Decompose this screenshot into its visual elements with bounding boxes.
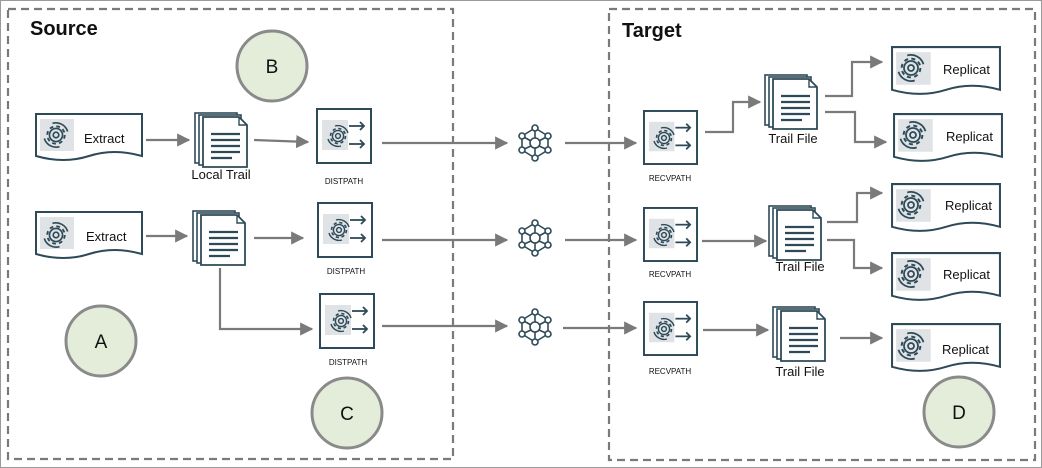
source-panel xyxy=(6,7,455,461)
flow-arrow xyxy=(253,134,310,149)
recvpath-3-label: RECVPATH xyxy=(649,367,692,376)
trail-file-3: Trail File xyxy=(772,306,827,379)
local-trail-2 xyxy=(192,210,247,266)
distpath-2: DISTPATH xyxy=(317,202,373,276)
trail-file-2: Trail File xyxy=(768,205,825,274)
flow-arrow xyxy=(825,110,888,149)
replicat-4-label: Replicat xyxy=(943,267,990,282)
trail-file-3-label: Trail File xyxy=(775,364,824,379)
flow-arrow xyxy=(827,238,884,275)
recvpath-2: RECVPATH xyxy=(643,207,698,279)
flow-arrow xyxy=(705,95,762,134)
replicat-5-label: Replicat xyxy=(942,342,989,357)
connectors xyxy=(146,55,888,345)
marker-d: D xyxy=(922,375,996,449)
trail-file-icon xyxy=(194,112,249,168)
replicat-process-1: Replicat xyxy=(891,46,1001,95)
trail-file-icon xyxy=(192,210,247,266)
extract-process-1: Extract xyxy=(35,113,143,161)
recvpath-1: RECVPATH xyxy=(643,110,698,183)
recvpath-2-label: RECVPATH xyxy=(649,270,692,279)
trail-file-1-label: Trail File xyxy=(768,131,817,146)
target-panel xyxy=(607,7,1037,462)
replicat-process-3: Replicat xyxy=(891,183,1001,232)
replicat-process-2: Replicat xyxy=(893,113,1003,162)
distpath-2-label: DISTPATH xyxy=(327,267,366,276)
replicat-2-label: Replicat xyxy=(946,129,993,144)
trail-file-icon xyxy=(772,306,827,362)
flow-arrow xyxy=(827,186,884,224)
marker-d-label: D xyxy=(952,403,966,424)
recvpath-3: RECVPATH xyxy=(643,301,698,376)
marker-c-label: C xyxy=(340,404,354,425)
flow-arrow xyxy=(825,55,884,98)
marker-c: C xyxy=(310,376,384,450)
replicat-1-label: Replicat xyxy=(943,62,990,77)
extract-process-2: Extract xyxy=(35,211,143,259)
distpath-3: DISTPATH xyxy=(319,293,375,367)
trail-file-2-label: Trail File xyxy=(775,259,824,274)
flow-arrow xyxy=(218,268,314,336)
distpath-1: DISTPATH xyxy=(316,108,372,186)
distpath-3-label: DISTPATH xyxy=(329,358,368,367)
marker-a-label: A xyxy=(95,332,108,353)
trail-file-icon xyxy=(768,205,823,261)
recvpath-1-label: RECVPATH xyxy=(649,174,692,183)
source-title: Source xyxy=(30,18,98,40)
target-title: Target xyxy=(622,20,682,42)
marker-a: A xyxy=(64,304,138,378)
marker-b: B xyxy=(235,29,309,103)
replicat-process-5: Replicat xyxy=(891,323,1001,372)
local-trail-1: Local Trail xyxy=(191,112,251,182)
distpath-1-label: DISTPATH xyxy=(325,177,364,186)
extract-2-label: Extract xyxy=(86,229,127,244)
local-trail-label: Local Trail xyxy=(191,167,250,182)
trail-file-1: Trail File xyxy=(764,74,819,146)
marker-b-label: B xyxy=(266,57,279,78)
replicat-process-4: Replicat xyxy=(891,252,1001,301)
replicat-3-label: Replicat xyxy=(945,198,992,213)
trail-file-icon xyxy=(764,74,819,130)
extract-1-label: Extract xyxy=(84,131,125,146)
